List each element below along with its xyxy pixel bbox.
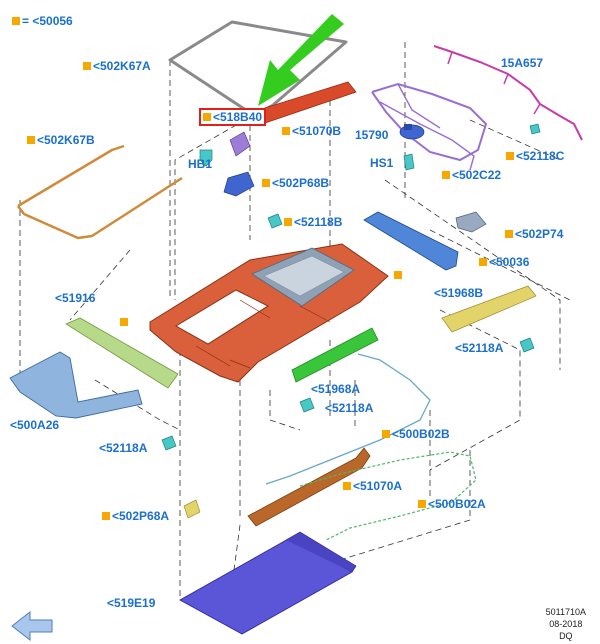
marker-square-icon	[27, 136, 35, 144]
bracket-502P74	[455, 211, 487, 233]
label-51968A[interactable]: <51968A	[311, 382, 361, 396]
label-518B40-highlighted[interactable]: <518B40	[199, 108, 267, 126]
bar-500A26	[9, 351, 143, 419]
harness-15A657	[433, 45, 583, 141]
drain-hose-500B02A	[299, 451, 477, 541]
label-52118C[interactable]: <52118C	[506, 149, 564, 163]
label-50036[interactable]: <50036	[479, 255, 529, 269]
roof-frame	[149, 243, 389, 383]
label-HS1[interactable]: HS1	[370, 156, 394, 170]
strip-51916	[65, 317, 179, 389]
bracket-518B40	[229, 131, 251, 157]
marker-square-icon	[262, 179, 270, 187]
label-502K67B[interactable]: <502K67B	[27, 133, 95, 147]
label-51070A[interactable]: <51070A	[343, 479, 402, 493]
panel-50036	[363, 211, 459, 271]
part-HS1	[403, 153, 415, 171]
label-51968B[interactable]: <51968B	[434, 286, 484, 300]
gasket-upper-502K67A	[168, 20, 348, 120]
marker-square-icon	[506, 152, 514, 160]
marker-square-icon	[442, 171, 450, 179]
seal-502K67B	[17, 144, 183, 240]
label-51916[interactable]: <51916	[55, 291, 96, 305]
drain-hose-500B02B	[265, 353, 431, 485]
label-52118B[interactable]: <52118B	[284, 215, 342, 229]
label-502P68A[interactable]: <502P68A	[102, 509, 169, 523]
label-51070B[interactable]: <51070B	[282, 124, 341, 138]
marker-square-icon	[12, 17, 20, 25]
bracket-502P68B	[223, 171, 255, 197]
marker-square-icon	[203, 113, 211, 121]
legend-text: = <50056	[22, 14, 73, 28]
label-15A657[interactable]: 15A657	[501, 56, 544, 70]
marker-square-icon	[102, 512, 110, 520]
clip-52118A-left	[161, 435, 177, 451]
green-callout-arrow	[258, 14, 344, 106]
label-52118A-right[interactable]: <52118A	[455, 341, 504, 355]
label-52118A-middle[interactable]: <52118A	[325, 401, 374, 415]
drawing-reference: 5011710A 08-2018 DQ	[546, 606, 586, 642]
label-500B02A[interactable]: <500B02A	[418, 497, 486, 511]
marker-square-icon	[282, 127, 290, 135]
marker-square-icon	[418, 500, 426, 508]
drawing-number: 5011710A	[545, 607, 586, 617]
marker-square-icon	[343, 482, 351, 490]
label-HB1[interactable]: HB1	[188, 157, 213, 171]
label-500B02B[interactable]: <500B02B	[382, 427, 450, 441]
label-52118A-left[interactable]: <52118A	[99, 441, 148, 455]
rail-51070A	[247, 447, 371, 527]
drawing-code: DQ	[559, 631, 573, 641]
clip-52118B	[267, 213, 283, 229]
label-502K67A[interactable]: <502K67A	[83, 59, 151, 73]
label-519E19[interactable]: <519E19	[107, 596, 156, 610]
marker-square-icon	[284, 218, 292, 226]
strip-51968A	[291, 327, 379, 383]
clip-52118A-middle	[299, 397, 315, 413]
harness-502C22	[371, 82, 488, 162]
label-500A26[interactable]: <500A26	[10, 418, 60, 432]
clip-52118A-right	[519, 337, 535, 353]
marker-square-icon	[394, 271, 402, 279]
label-502P74[interactable]: <502P74	[505, 227, 563, 241]
bracket-502P68A	[183, 499, 201, 519]
marker-square-icon	[479, 258, 487, 266]
marker-square-icon	[83, 62, 91, 70]
legend: = <50056	[12, 14, 73, 28]
label-502P68B[interactable]: <502P68B	[262, 176, 329, 190]
marker-square-icon	[120, 318, 128, 326]
clip-HB1	[199, 149, 213, 167]
label-15790[interactable]: 15790	[355, 128, 389, 142]
strip-51968B	[441, 285, 537, 333]
clip-52118C	[529, 123, 541, 135]
label-502C22[interactable]: <502C22	[442, 168, 501, 182]
marker-square-icon	[382, 430, 390, 438]
direction-arrow-icon	[11, 610, 53, 642]
drawing-date: 08-2018	[549, 619, 583, 629]
marker-square-icon	[505, 230, 513, 238]
